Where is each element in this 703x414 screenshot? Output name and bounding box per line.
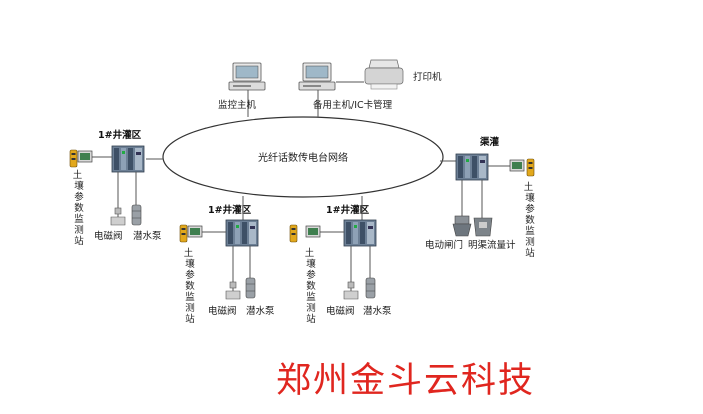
zone-right-display-icon [509, 159, 525, 172]
zone-right-cabinet-icon [455, 153, 489, 181]
zone-right-flowmeter-label: 明渠流量计 [468, 239, 516, 251]
zone-right-flowmeter-icon [473, 217, 493, 237]
zone-mid1-pump-label: 潜水泵 [246, 305, 275, 317]
zone-mid2-valve-icon [343, 281, 359, 300]
zone-mid2-soil-sensor-icon [289, 224, 298, 243]
zone-left-pump-label: 潜水泵 [133, 230, 162, 242]
zone-left-pump-icon [131, 204, 142, 226]
zone-mid1-cabinet-icon [225, 219, 259, 247]
zone-mid2-title: 1#井灌区 [326, 204, 370, 216]
printer-icon [364, 59, 404, 90]
zone-left-soil-sensor-icon [69, 149, 78, 168]
zone-left-station-label: 土 壤参数监测站 [73, 169, 86, 247]
network-ring [162, 116, 444, 198]
printer-label: 打印机 [413, 71, 442, 83]
zone-right-soil-sensor-icon [526, 158, 535, 177]
zone-right-gate-label: 电动闸门 [425, 239, 463, 251]
zone-right-gate-icon [452, 215, 472, 237]
zone-mid1-soil-sensor-icon [179, 224, 188, 243]
backup-host-computer-icon [298, 62, 336, 91]
zone-mid1-display-icon [187, 225, 203, 238]
zone-mid2-valve-label: 电磁阀 [326, 305, 355, 317]
zone-mid1-title: 1#井灌区 [208, 204, 252, 216]
zone-left-cabinet-icon [111, 145, 145, 173]
zone-mid1-station-label: 土 壤参数监测站 [184, 247, 197, 325]
zone-left-valve-icon [110, 207, 126, 226]
zone-left-title: 1#井灌区 [98, 129, 142, 141]
zone-mid2-pump-icon [365, 277, 376, 299]
zone-left-display-icon [77, 150, 93, 163]
zone-mid2-station-label: 土 壤参数监测站 [305, 247, 318, 325]
zone-mid2-display-icon [305, 225, 321, 238]
company-name: 郑州金斗云科技 [276, 361, 536, 401]
network-ring-label: 光纤话数传电台网络 [258, 151, 348, 164]
zone-mid2-pump-label: 潜水泵 [363, 305, 392, 317]
zone-right-title: 渠灌 [479, 136, 500, 148]
monitor-host-label: 监控主机 [218, 99, 257, 111]
zone-right-station-label: 土 壤参数监测站 [524, 181, 537, 259]
zone-mid2-cabinet-icon [343, 219, 377, 247]
zone-mid1-valve-label: 电磁阀 [208, 305, 237, 317]
zone-mid1-valve-icon [225, 281, 241, 300]
zone-left-valve-label: 电磁阀 [94, 230, 123, 242]
zone-mid1-pump-icon [245, 277, 256, 299]
backup-host-label: 备用主机/IC卡管理 [313, 99, 393, 111]
monitor-host-computer-icon [228, 62, 266, 91]
